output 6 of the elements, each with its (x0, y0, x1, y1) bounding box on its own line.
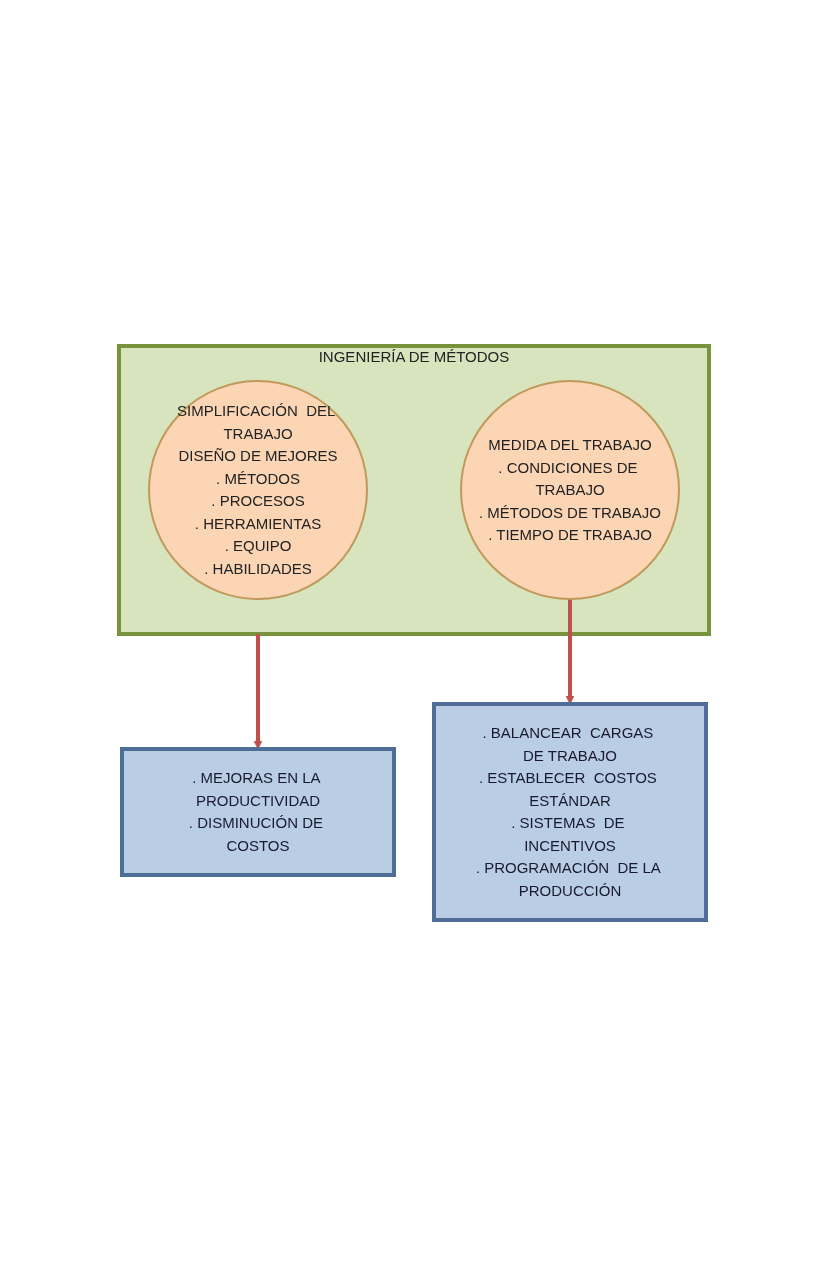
node-box: . BALANCEAR CARGAS DE TRABAJO . ESTABLECER COSTOS ESTÁNDAR . SISTEMAS DE INCENTIVOS . PROGRAMACIÓN DE LA PRODUCCIÓN (432, 701, 708, 922)
arrow (565, 598, 575, 704)
arrow (253, 633, 263, 749)
node-box: . MEJORAS EN LA PRODUCTIVIDAD . DISMINUCIÓN DE COSTOS (120, 746, 396, 877)
node-circle: MEDIDA DEL TRABAJO . CONDICIONES DE TRABAJO . MÉTODOS DE TRABAJO . TIEMPO DE TRABAJO (460, 379, 680, 600)
node-circle: SIMPLIFICACIÓN DEL TRABAJO DISEÑO DE MEJORES . MÉTODOS . PROCESOS . HERRAMIENTAS . EQUIPO . HABILIDADES (148, 379, 368, 600)
